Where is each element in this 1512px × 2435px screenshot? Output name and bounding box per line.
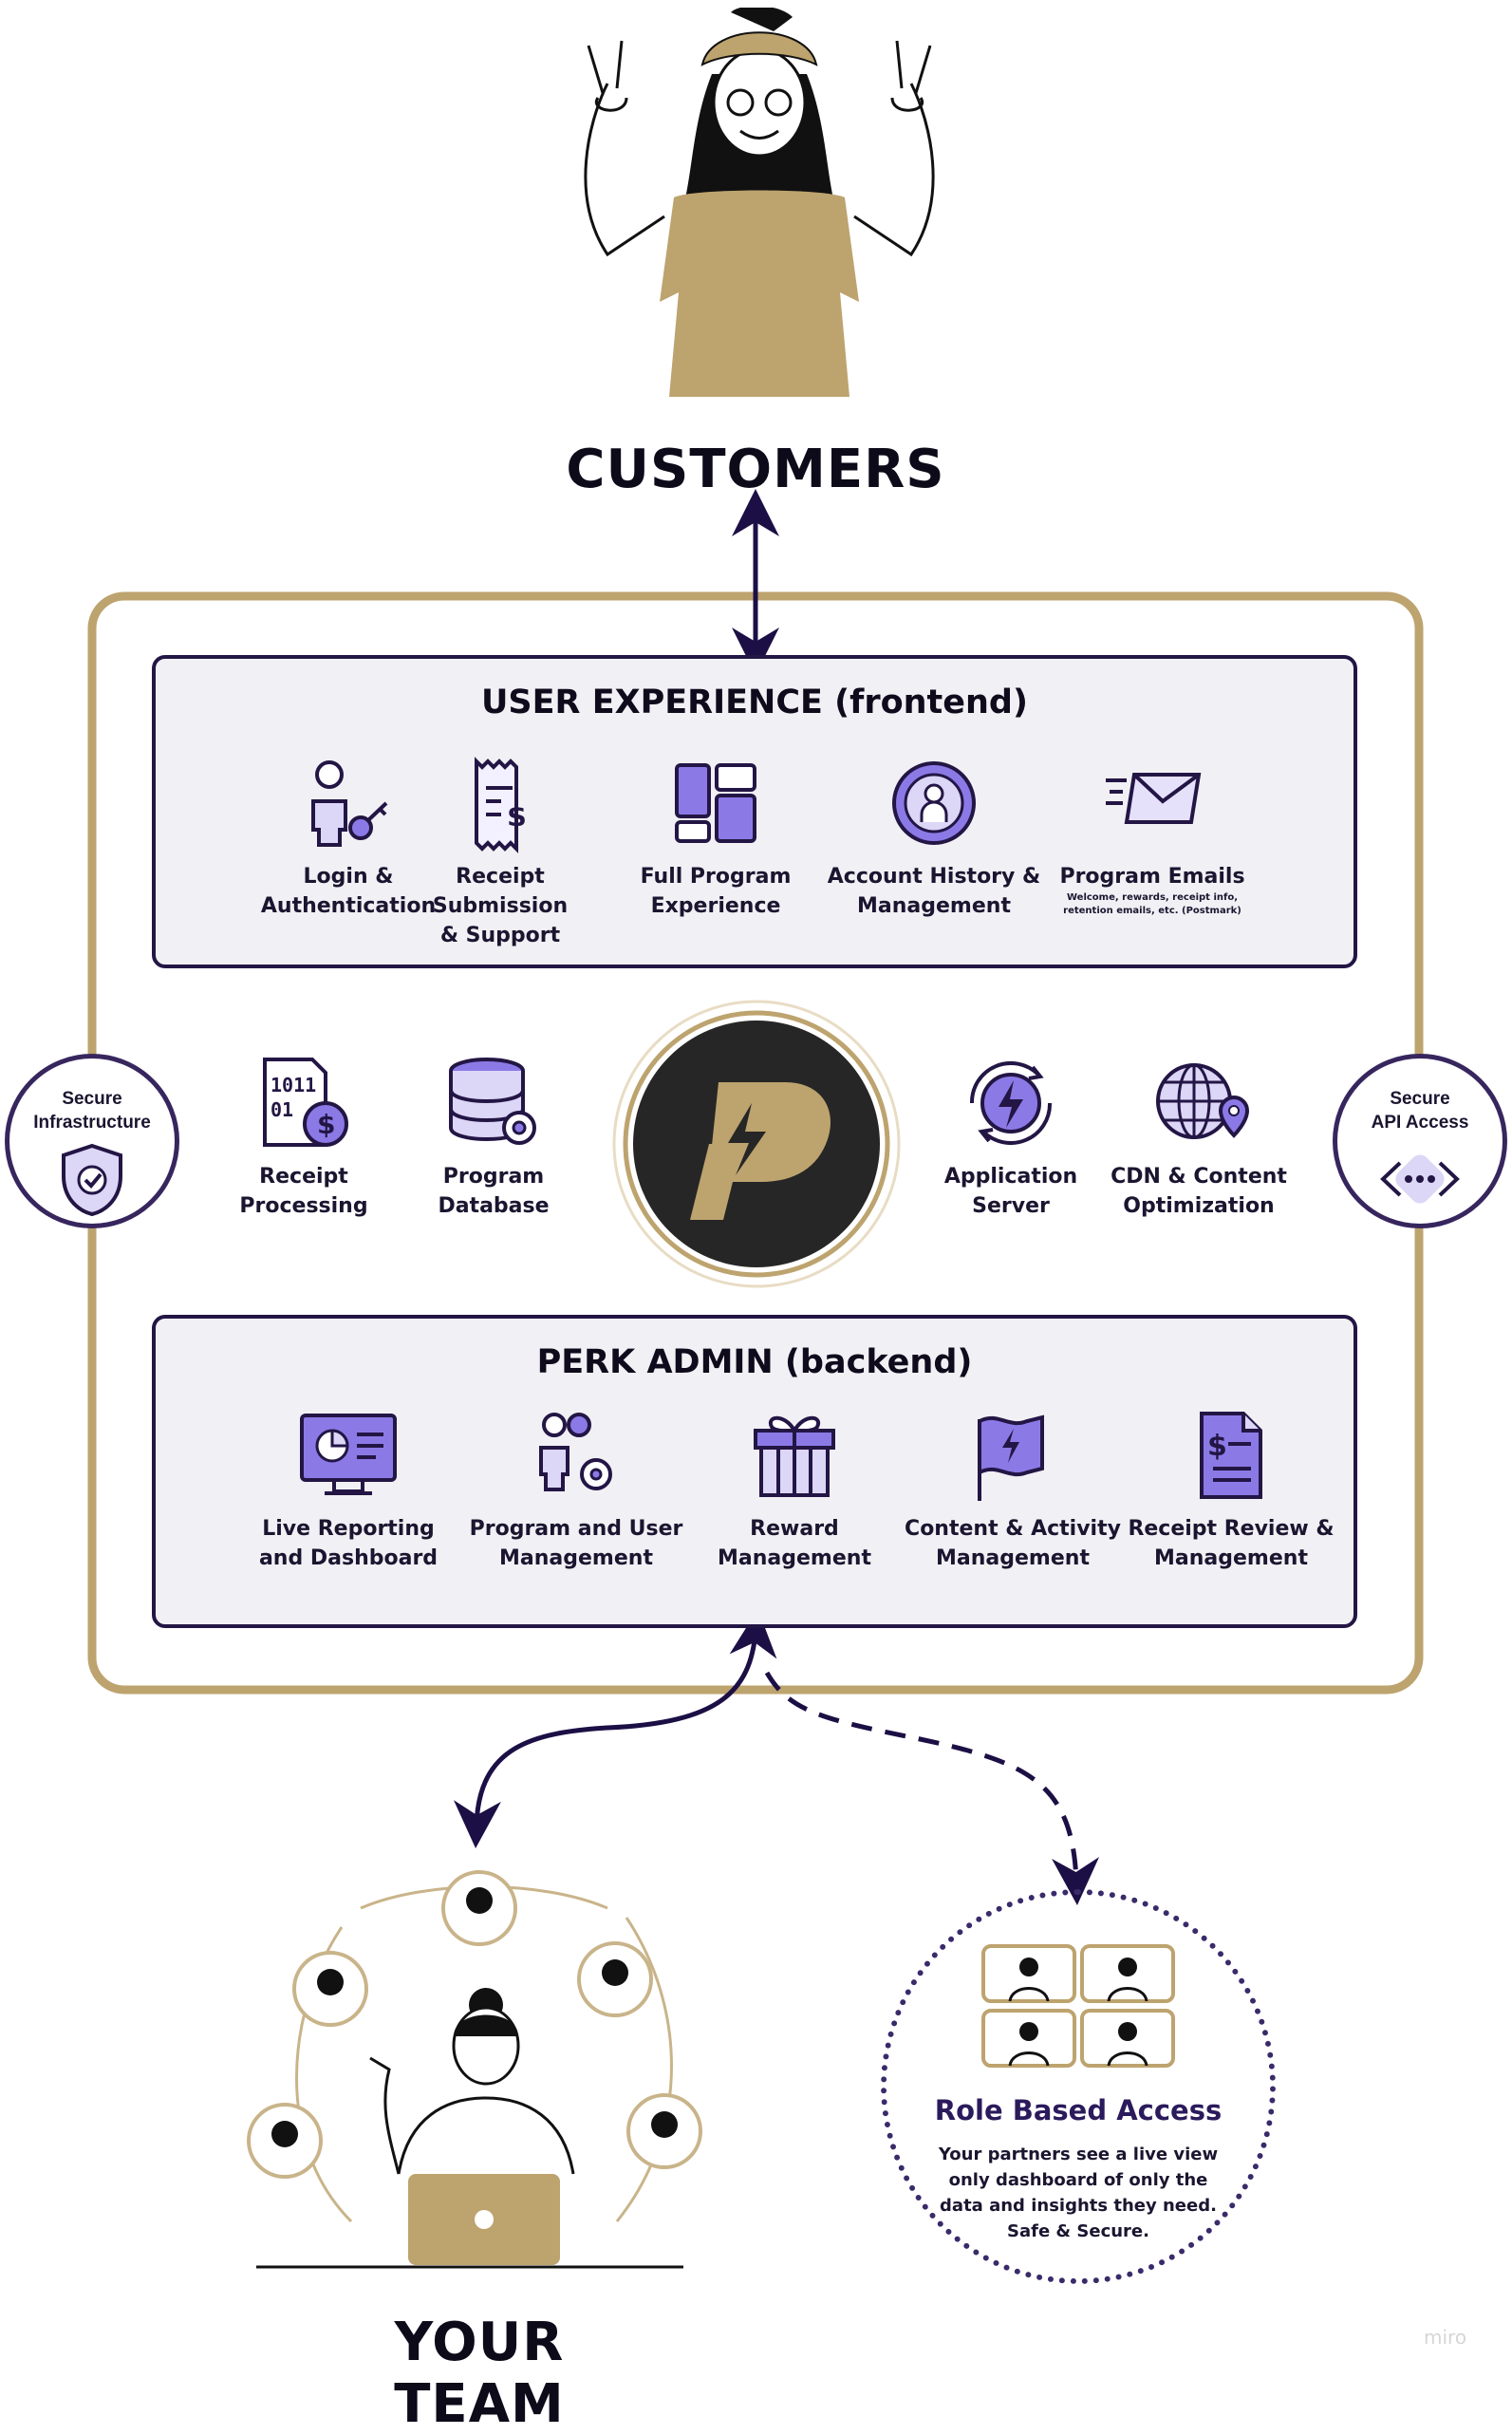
feature-receipt-submission: $ Receipt Submission & Support: [386, 754, 614, 950]
admin-receipt-line1: Receipt Review &: [1128, 1517, 1335, 1541]
receipt-processing-icon: 1011 01 $: [263, 1058, 348, 1147]
customer-illustration: [584, 8, 935, 397]
feature-full-program: Full Program Experience: [602, 754, 830, 921]
service-receipt-processing: 1011 01 $ Receipt Processing: [190, 1054, 418, 1221]
badge-right-line2: API Access: [1371, 1113, 1469, 1133]
admin-content-activity: Content & Activity Management: [899, 1406, 1127, 1573]
admin-receipt-review: $ Receipt Review & Management: [1117, 1406, 1345, 1573]
feature-receipt-line1: Receipt Submission: [432, 865, 569, 918]
team-illustration: [247, 1870, 702, 2269]
invoice-dollar-icon: $: [1200, 1412, 1262, 1499]
admin-program-users: Program and User Management: [462, 1406, 690, 1573]
server-bolt-icon: [969, 1060, 1053, 1146]
shield-check-icon: [62, 1143, 122, 1217]
admin-reward-line2: Management: [718, 1546, 871, 1570]
role-access-arrow: [764, 1671, 1100, 1905]
role-access-line: only dashboard of only the: [948, 2170, 1208, 2190]
feature-full-program-line1: Full Program: [640, 865, 792, 889]
login-key-icon: [311, 760, 388, 847]
svg-text:1011: 1011: [271, 1074, 316, 1096]
globe-pin-icon: [1156, 1063, 1250, 1139]
service-cdn-line2: Optimization: [1123, 1194, 1275, 1218]
api-code-icon: [1380, 1154, 1460, 1204]
admin-users-line2: Management: [499, 1546, 653, 1570]
feature-login: Login & Authentication: [234, 754, 462, 921]
secure-infrastructure-badge: Secure Infrastructure: [5, 1054, 179, 1228]
your-team-title: YOUR TEAM: [394, 2312, 565, 2435]
team-arrow: [453, 1609, 777, 1848]
dashboard-monitor-icon: [300, 1414, 397, 1495]
role-access-line: data and insights they need.: [940, 2196, 1217, 2216]
feature-account-line2: Management: [857, 894, 1011, 918]
layout-grid-icon: [675, 763, 756, 843]
backend-title: PERK ADMIN (backend): [536, 1343, 973, 1381]
admin-reporting-line2: and Dashboard: [258, 1546, 439, 1570]
service-application-server: Application Server: [897, 1054, 1125, 1221]
feature-login-line1: Login &: [303, 865, 394, 889]
role-access-line: Safe & Secure.: [1007, 2221, 1149, 2241]
feature-login-line2: Authentication: [260, 894, 437, 918]
svg-text:$: $: [507, 800, 527, 834]
secure-api-badge: Secure API Access: [1333, 1054, 1507, 1228]
role-access-title: Role Based Access: [934, 2094, 1223, 2126]
users-gear-icon: [539, 1413, 612, 1491]
feature-emails-line1: Program Emails: [1059, 865, 1245, 889]
service-db-line2: Database: [438, 1194, 550, 1218]
backend-panel: PERK ADMIN (backend) Live Reporting and …: [152, 1315, 1357, 1628]
service-receipt-line1: Receipt: [259, 1165, 348, 1189]
role-access-line: Your partners see a live view: [938, 2145, 1219, 2164]
badge-left-line1: Secure: [62, 1089, 122, 1109]
badge-right-line1: Secure: [1390, 1089, 1450, 1109]
feature-emails-sub2: retention emails, etc. (Postmark): [1063, 906, 1241, 916]
admin-content-line1: Content & Activity: [905, 1517, 1121, 1541]
miro-watermark: miro: [1424, 2326, 1467, 2349]
feature-emails-sub1: Welcome, rewards, receipt info,: [1066, 892, 1239, 903]
admin-receipt-line2: Management: [1154, 1546, 1308, 1570]
service-program-database: Program Database: [380, 1054, 607, 1221]
feature-program-emails: Program Emails Welcome, rewards, receipt…: [1038, 754, 1266, 918]
badge-left-line2: Infrastructure: [33, 1113, 151, 1133]
svg-text:$: $: [317, 1109, 335, 1140]
flag-bolt-icon: [978, 1414, 1044, 1501]
service-cdn-line1: CDN & Content: [1111, 1165, 1287, 1189]
service-app-server-line2: Server: [972, 1194, 1050, 1218]
svg-text:01: 01: [271, 1098, 293, 1121]
service-app-server-line1: Application: [943, 1165, 1078, 1189]
database-gear-icon: [449, 1058, 536, 1145]
receipt-icon: $: [475, 757, 527, 853]
admin-reward: Reward Management: [681, 1406, 908, 1573]
frontend-title: USER EXPERIENCE (frontend): [481, 684, 1028, 721]
admin-users-line1: Program and User: [469, 1517, 683, 1541]
perk-logo-icon: [612, 1000, 901, 1288]
role-based-access-circle: Role Based Access Your partners see a li…: [881, 1889, 1276, 2284]
service-receipt-line2: Processing: [239, 1194, 368, 1218]
feature-full-program-line2: Experience: [650, 894, 781, 918]
envelope-icon: [1106, 773, 1202, 824]
feature-account-history: Account History & Management: [820, 754, 1048, 921]
frontend-panel: USER EXPERIENCE (frontend) Login & Authe…: [152, 655, 1357, 968]
svg-text:$: $: [1207, 1430, 1227, 1463]
admin-live-reporting: Live Reporting and Dashboard: [234, 1406, 462, 1573]
gift-icon: [754, 1415, 835, 1497]
service-db-line1: Program: [442, 1165, 545, 1189]
customers-title: CUSTOMERS: [566, 439, 945, 500]
service-cdn: CDN & Content Optimization: [1085, 1054, 1313, 1221]
admin-content-line2: Management: [936, 1546, 1090, 1570]
admin-reward-line1: Reward: [750, 1517, 839, 1541]
video-grid-icon: [981, 1944, 1175, 2068]
admin-reporting-line1: Live Reporting: [262, 1517, 435, 1541]
feature-account-line1: Account History &: [827, 865, 1041, 889]
role-access-description: Your partners see a live view only dashb…: [887, 2142, 1270, 2244]
user-circle-icon: [892, 761, 976, 845]
feature-receipt-line2: & Support: [439, 924, 561, 947]
